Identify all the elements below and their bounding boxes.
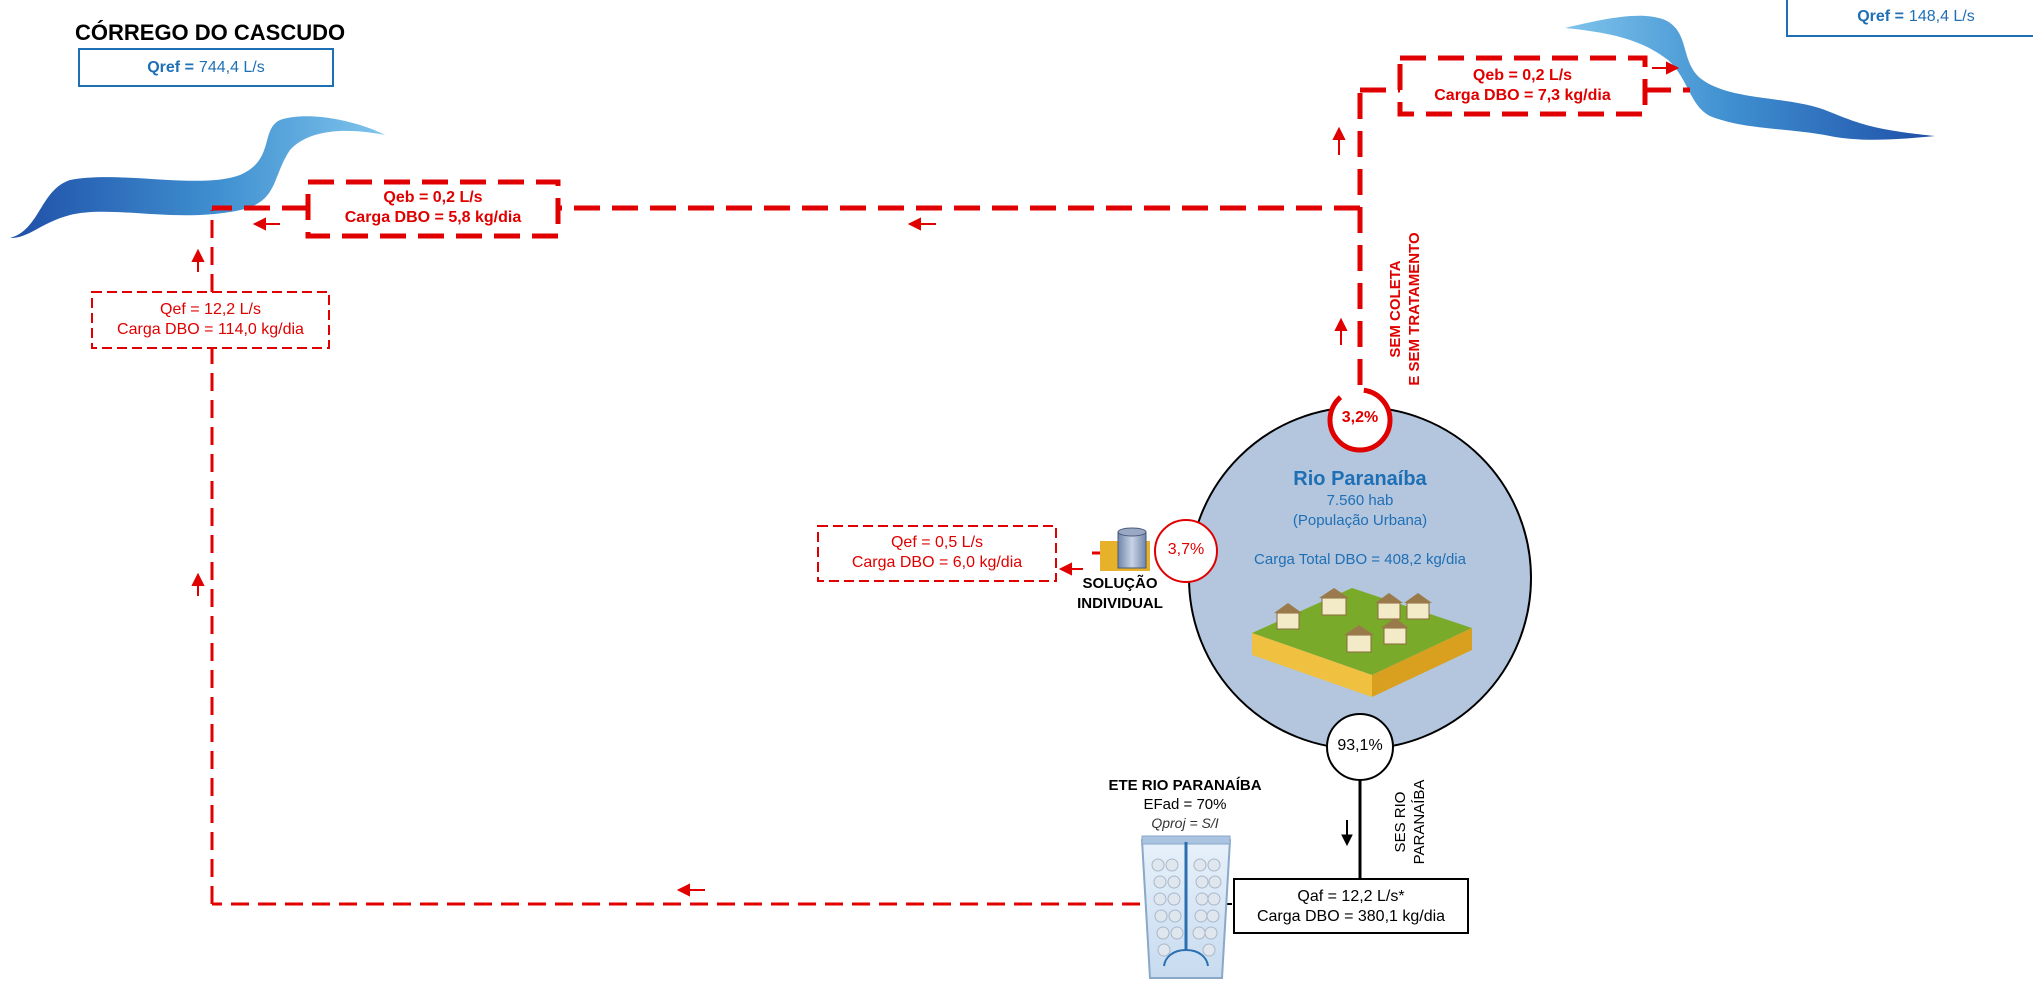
pct-circle-no-collection bbox=[1327, 387, 1393, 453]
individual-box bbox=[817, 525, 1057, 582]
individual-load: Carga DBO = 6,0 kg/dia bbox=[851, 554, 1023, 571]
pct-individual: 3,7% bbox=[1167, 541, 1205, 558]
discharge-box-right bbox=[1397, 55, 1648, 117]
affluent-flow: Qaf = 12,2 L/s* bbox=[1297, 888, 1405, 905]
effluent-box bbox=[91, 291, 330, 349]
no-collection-label: SEM COLETA E SEM TRATAMENTO bbox=[1386, 209, 1424, 409]
stream-left-shape bbox=[10, 116, 385, 238]
ses-line2: PARANAÍBA bbox=[1411, 779, 1428, 865]
ete-name: ETE RIO PARANAÍBA bbox=[1108, 777, 1262, 794]
no-collection-line1: SEM COLETA bbox=[1387, 260, 1404, 358]
city-population: 7.560 hab bbox=[1326, 492, 1394, 509]
discharge-load: Carga DBO = 7,3 kg/dia bbox=[1434, 87, 1611, 104]
stream-right-shape bbox=[1565, 15, 1935, 140]
pct-no-collection: 3,2% bbox=[1341, 409, 1379, 426]
qref-box-left: Qref = 744,4 L/s bbox=[78, 48, 334, 87]
pct-ses: 93,1% bbox=[1337, 737, 1383, 754]
affluent-box: Qaf = 12,2 L/s* Carga DBO = 380,1 kg/dia bbox=[1233, 878, 1469, 934]
qref-label: Qref = bbox=[147, 58, 194, 76]
discharge-right-text: Qeb = 0,2 L/s Carga DBO = 7,3 kg/dia bbox=[1400, 66, 1645, 106]
affluent-load: Carga DBO = 380,1 kg/dia bbox=[1256, 908, 1446, 925]
pct-circle-individual bbox=[1154, 519, 1218, 583]
city-name: Rio Paranaíba bbox=[1293, 468, 1427, 490]
individual-solution-label: SOLUÇÃO INDIVIDUAL bbox=[1060, 574, 1180, 614]
qref-value: 744,4 L/s bbox=[198, 58, 265, 76]
qref-box-right: Qref = 148,4 L/s bbox=[1786, 0, 2033, 37]
effluent-load: Carga DBO = 114,0 kg/dia bbox=[117, 321, 304, 338]
discharge-load: Carga DBO = 5,8 kg/dia bbox=[344, 209, 522, 226]
qref-value: 148,4 L/s bbox=[1908, 8, 1975, 25]
qref-label: Qref = bbox=[1857, 8, 1904, 25]
ses-line1: SES RIO bbox=[1392, 791, 1409, 853]
discharge-box-left bbox=[305, 179, 561, 239]
individual-text: Qef = 0,5 L/s Carga DBO = 6,0 kg/dia bbox=[818, 533, 1056, 573]
ete-qproj: Qproj = S/I bbox=[1151, 815, 1219, 831]
individual-solution-line1: SOLUÇÃO bbox=[1082, 575, 1158, 592]
ete-icon bbox=[1140, 835, 1232, 979]
individual-flow: Qef = 0,5 L/s bbox=[890, 534, 984, 551]
pct-circle-ses bbox=[1326, 713, 1394, 781]
untreated-pipeline bbox=[212, 87, 1690, 385]
stream-title: CÓRREGO DO CASCUDO bbox=[75, 20, 346, 45]
city-load: Carga Total DBO = 408,2 kg/dia bbox=[1254, 551, 1466, 568]
ses-label: SES RIO PARANAÍBA bbox=[1391, 757, 1429, 887]
septic-tank-icon bbox=[1100, 527, 1150, 571]
flow-arrows bbox=[191, 61, 1680, 897]
individual-solution-line2: INDIVIDUAL bbox=[1077, 595, 1163, 612]
ete-efficiency: EFad = 70% bbox=[1143, 796, 1227, 813]
effluent-text: Qef = 12,2 L/s Carga DBO = 114,0 kg/dia bbox=[92, 300, 329, 340]
ses-arrow-icon bbox=[1341, 820, 1353, 847]
no-collection-line2: E SEM TRATAMENTO bbox=[1406, 232, 1423, 386]
discharge-left-text: Qeb = 0,2 L/s Carga DBO = 5,8 kg/dia bbox=[308, 188, 558, 228]
discharge-flow: Qeb = 0,2 L/s bbox=[383, 189, 483, 206]
effluent-flow: Qef = 12,2 L/s bbox=[160, 301, 261, 318]
discharge-flow: Qeb = 0,2 L/s bbox=[1472, 67, 1573, 84]
city-circle bbox=[1188, 406, 1532, 750]
village-illustration bbox=[1252, 588, 1472, 697]
city-population-note: (População Urbana) bbox=[1292, 512, 1428, 529]
